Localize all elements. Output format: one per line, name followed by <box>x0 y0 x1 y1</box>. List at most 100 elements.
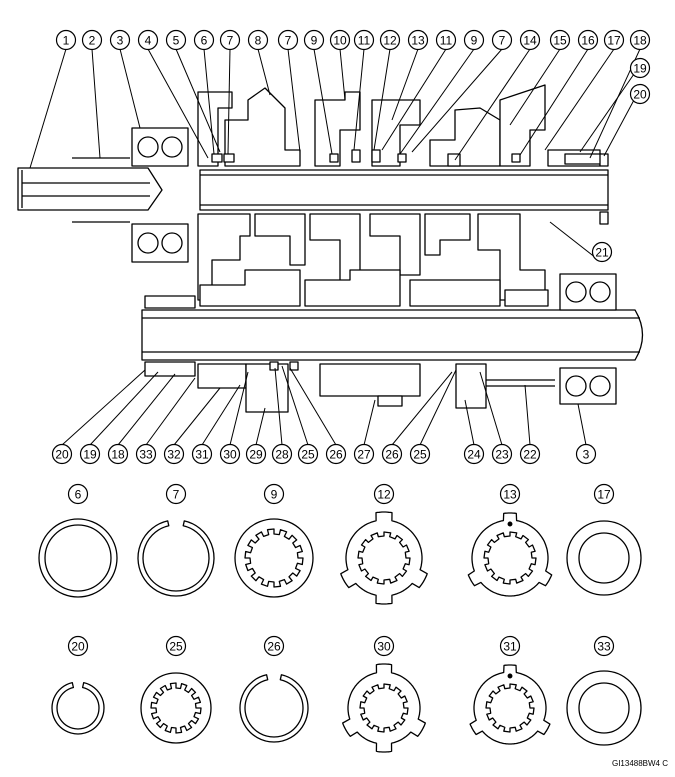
callout-top-7: 7 <box>219 29 241 51</box>
callout-side-19-label: 19 <box>633 62 647 76</box>
part-26-drawing <box>239 674 309 743</box>
leader-line <box>399 48 475 155</box>
callout-bottom-24: 24 <box>463 443 485 465</box>
callout-top-14: 14 <box>519 29 541 51</box>
callout-top-8-label: 8 <box>255 34 262 48</box>
callout-bottom-29: 29 <box>245 443 267 465</box>
callout-bottom-28-label: 28 <box>275 448 289 462</box>
callout-top-11-label: 11 <box>440 34 453 48</box>
leader-line <box>363 399 376 446</box>
callout-top-6-label: 6 <box>201 34 208 48</box>
leader-line <box>145 377 196 446</box>
callout-bottom-23: 23 <box>491 443 513 465</box>
leader-line <box>549 221 597 259</box>
callout-top-12-label: 12 <box>383 34 397 48</box>
callout-top-4: 4 <box>137 29 159 51</box>
leader-line <box>391 48 419 121</box>
leader-line <box>479 371 503 446</box>
part-9-drawing <box>234 518 314 598</box>
callout-top-13: 13 <box>407 29 429 51</box>
leader-line <box>313 48 333 155</box>
callout-top-2: 2 <box>81 29 103 51</box>
figure-code: GI13488BW4 C <box>612 759 668 768</box>
callout-top-3: 3 <box>109 29 131 51</box>
part-31-drawing <box>469 664 551 745</box>
callout-side-21-label: 21 <box>595 246 609 260</box>
callout-top-7-label: 7 <box>227 34 234 48</box>
callout-top-10-label: 10 <box>333 34 347 48</box>
leader-line <box>381 48 447 151</box>
callout-side-21: 21 <box>591 241 613 263</box>
callout-top-9: 9 <box>303 29 325 51</box>
callout-side-19: 19 <box>629 57 651 79</box>
callout-top-7-label: 7 <box>499 34 506 48</box>
callout-bottom-3-label: 3 <box>583 448 590 462</box>
leader-line <box>454 48 531 161</box>
drive-shaft <box>141 309 644 387</box>
callout-bottom-20: 20 <box>51 443 73 465</box>
callout-bottom-26: 26 <box>325 443 347 465</box>
callout-top-12: 12 <box>379 29 401 51</box>
callout-top-7: 7 <box>277 29 299 51</box>
callout-top-10: 10 <box>329 29 351 51</box>
callout-top-5: 5 <box>165 29 187 51</box>
bearings <box>131 127 617 405</box>
part-callout-9-label: 9 <box>271 488 278 502</box>
leader-line <box>229 371 249 446</box>
leader-line <box>173 387 221 446</box>
leader-line <box>281 365 309 446</box>
callout-top-11-label: 11 <box>358 34 371 48</box>
part-6-drawing <box>38 518 118 598</box>
callout-bottom-27: 27 <box>353 443 375 465</box>
callout-top-2-label: 2 <box>89 34 96 48</box>
callout-top-13-label: 13 <box>411 34 425 48</box>
callout-top-17-label: 17 <box>607 34 621 48</box>
part-25-drawing <box>140 672 212 744</box>
leader-line <box>411 48 503 153</box>
callout-top-15: 15 <box>549 29 571 51</box>
leader-line <box>119 48 141 129</box>
callout-bottom-30: 30 <box>219 443 241 465</box>
callout-bottom-25: 25 <box>297 443 319 465</box>
part-callout-30-label: 30 <box>377 640 391 654</box>
leader-line <box>201 384 241 446</box>
part-30-drawing <box>342 663 426 753</box>
part-callout-31: 31 <box>499 635 521 657</box>
part-callout-6: 6 <box>67 483 89 505</box>
callout-bottom-19: 19 <box>79 443 101 465</box>
callout-bottom-28: 28 <box>271 443 293 465</box>
callout-top-7: 7 <box>491 29 513 51</box>
callout-side-20-label: 20 <box>633 88 647 102</box>
leader-line <box>89 371 159 446</box>
callout-top-16-label: 16 <box>581 34 595 48</box>
leader-line <box>391 371 453 446</box>
callout-bottom-33-label: 33 <box>139 448 153 462</box>
drive-gears <box>144 269 549 413</box>
callout-bottom-25: 25 <box>409 443 431 465</box>
callout-bottom-31-label: 31 <box>195 448 209 462</box>
leader-line <box>577 403 587 446</box>
part-callout-12-label: 12 <box>377 488 391 502</box>
part-13-drawing <box>467 512 553 597</box>
callout-bottom-23-label: 23 <box>495 448 509 462</box>
callout-bottom-25-label: 25 <box>413 448 427 462</box>
callout-bottom-18-label: 18 <box>111 448 125 462</box>
callout-top-14-label: 14 <box>523 34 537 48</box>
leader-line <box>274 367 283 446</box>
part-7-drawing <box>137 520 215 597</box>
part-12-drawing <box>340 511 428 605</box>
leader-line <box>524 384 531 446</box>
callout-side-20: 20 <box>629 83 651 105</box>
callout-top-5-label: 5 <box>173 34 180 48</box>
leader-line <box>91 48 101 159</box>
part-callout-26-label: 26 <box>267 640 281 654</box>
callout-bottom-19-label: 19 <box>83 448 97 462</box>
part-callout-6-label: 6 <box>75 488 82 502</box>
callout-bottom-30-label: 30 <box>223 448 237 462</box>
callout-top-1: 1 <box>55 29 77 51</box>
side-callouts: 19 20 21 <box>591 57 651 263</box>
